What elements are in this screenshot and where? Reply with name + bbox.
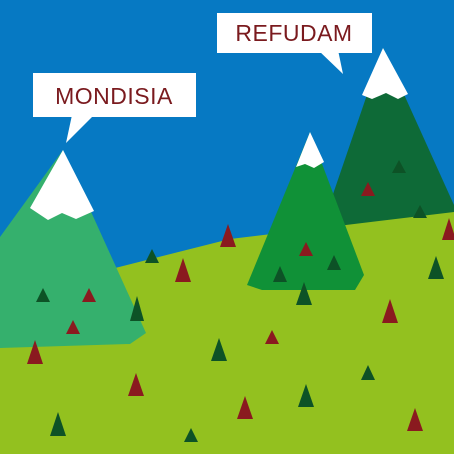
trees-dark	[36, 160, 444, 442]
tree-dark	[392, 160, 406, 173]
tree-red	[442, 218, 454, 240]
tree-dark	[130, 296, 144, 321]
tree-dark	[50, 412, 66, 436]
callout-refudam-pointer	[318, 50, 343, 74]
tree-red	[128, 373, 144, 396]
tree-dark	[298, 384, 314, 407]
tree-red	[407, 408, 423, 431]
tree-dark	[428, 256, 444, 279]
tree-dark	[361, 365, 375, 380]
callout-refudam: REFUDAM	[217, 13, 372, 74]
tree-dark	[273, 266, 287, 282]
label-mondisia: MONDISIA	[55, 83, 173, 109]
callout-refudam-box	[217, 13, 372, 53]
tree-dark	[36, 288, 50, 302]
tree-red	[299, 242, 313, 256]
tree-dark	[184, 428, 198, 442]
tree-red	[175, 258, 191, 282]
tree-red	[237, 396, 253, 419]
tree-dark	[413, 205, 427, 218]
callout-mondisia-box	[33, 73, 196, 117]
left-mountain-snow	[30, 150, 94, 220]
tree-red	[27, 340, 43, 364]
tree-red	[265, 330, 279, 344]
label-refudam: REFUDAM	[235, 20, 352, 46]
callout-mondisia-pointer	[66, 115, 94, 143]
tree-red	[220, 224, 236, 247]
right-mountain-snow	[362, 48, 408, 99]
tree-red	[361, 182, 375, 196]
tree-red	[82, 288, 96, 302]
middle-mountain	[247, 132, 364, 290]
tree-dark	[327, 255, 341, 270]
tree-red	[66, 320, 80, 334]
tree-dark	[211, 338, 227, 361]
right-mountain	[318, 48, 454, 238]
tree-dark	[145, 249, 159, 263]
tree-red	[382, 299, 398, 323]
trees-red	[27, 182, 454, 431]
tree-dark	[296, 282, 312, 305]
middle-mountain-snow	[296, 132, 324, 168]
callout-mondisia: MONDISIA	[33, 73, 196, 143]
